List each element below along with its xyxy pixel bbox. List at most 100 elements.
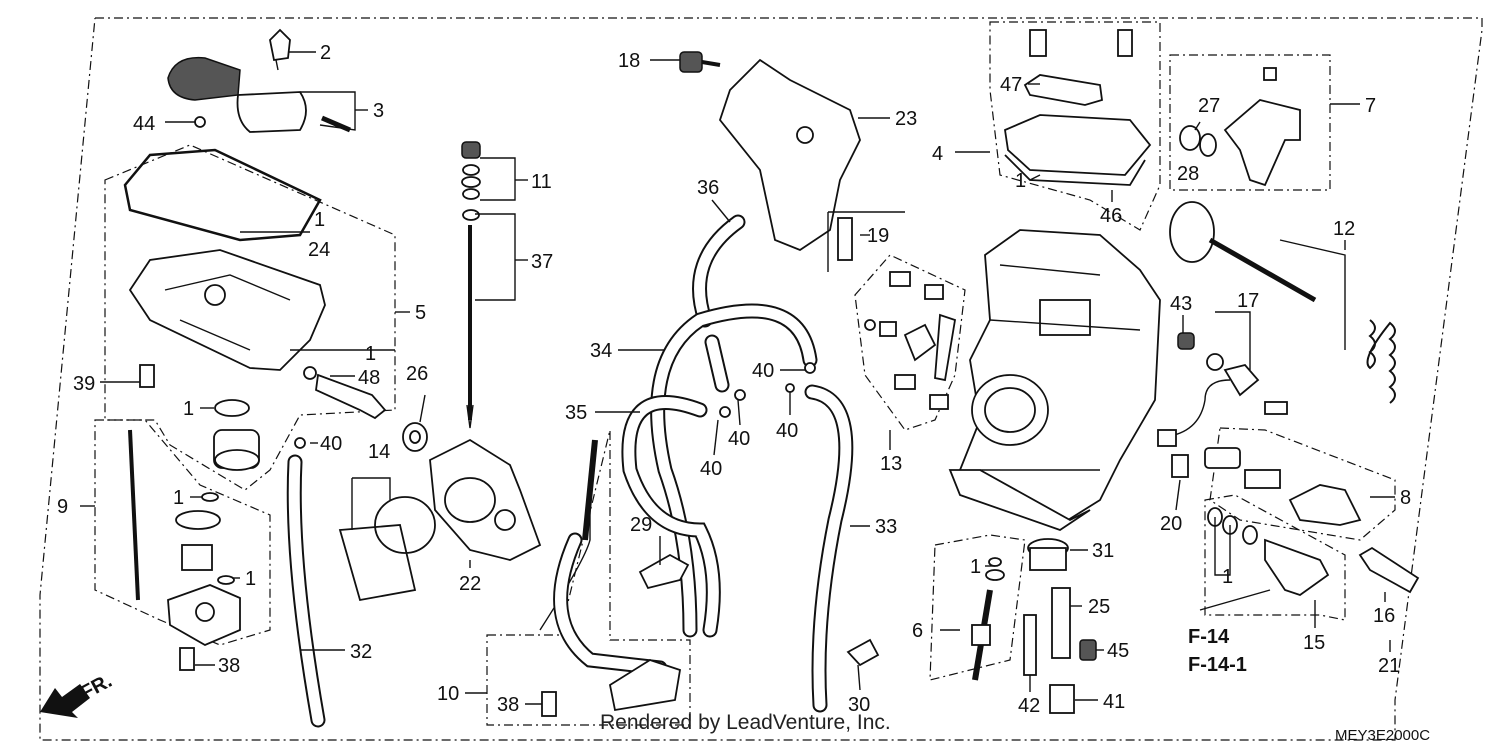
callout-34: 34 xyxy=(590,340,612,362)
callout-25: 25 xyxy=(1088,596,1110,618)
callout-42: 42 xyxy=(1018,695,1040,717)
part-38-bolt-left xyxy=(179,647,195,671)
callout-35: 35 xyxy=(565,402,587,424)
part-21-carburetor-body xyxy=(948,229,1161,531)
part-20-screw xyxy=(1171,454,1189,478)
callout-20: 20 xyxy=(1160,513,1182,535)
callout-1c: 1 xyxy=(183,398,194,420)
callout-1f: 1 xyxy=(1015,170,1026,192)
callout-9: 9 xyxy=(57,496,68,518)
part-45-nut xyxy=(1079,639,1097,661)
callout-45: 45 xyxy=(1107,640,1129,662)
callout-31: 31 xyxy=(1092,540,1114,562)
callout-5: 5 xyxy=(415,302,426,324)
callout-1b: 1 xyxy=(365,343,376,365)
part-22-insulator xyxy=(429,438,542,561)
part-short-hose xyxy=(704,334,730,393)
callout-1a: 1 xyxy=(314,209,325,231)
part-43-bolt xyxy=(1177,332,1195,350)
part-36-hose xyxy=(692,214,746,328)
diagram-code: MEY3E2000C xyxy=(1335,727,1430,744)
callout-24: 24 xyxy=(308,239,330,261)
group-outline-9 xyxy=(94,419,271,646)
part-6-jet-group xyxy=(929,534,1026,681)
callout-36: 36 xyxy=(697,177,719,199)
part-42-pilot-jet xyxy=(1023,614,1037,676)
callout-26: 26 xyxy=(406,363,428,385)
callout-39: 39 xyxy=(73,373,95,395)
callout-17: 17 xyxy=(1237,290,1259,312)
part-32-hose xyxy=(286,454,326,728)
part-4-top-cover-group xyxy=(989,21,1161,231)
watermark: Rendered by LeadVenture, Inc. xyxy=(600,711,891,734)
part-13-throttle-group xyxy=(854,254,966,431)
part-5-float-chamber xyxy=(128,249,326,371)
callout-11: 11 xyxy=(531,171,552,193)
part-10-throttle-link xyxy=(539,439,682,712)
group-outline-10 xyxy=(486,429,691,726)
part-16-plug xyxy=(1358,546,1420,594)
callout-32: 32 xyxy=(350,641,372,663)
part-accelerator-pump xyxy=(167,492,241,647)
callout-1h: 1 xyxy=(970,556,981,578)
part-40-clips-center xyxy=(719,362,816,418)
part-25-jet xyxy=(1051,587,1071,659)
callout-28: 28 xyxy=(1177,163,1199,185)
callout-33: 33 xyxy=(875,516,897,538)
part-31-jet-holder xyxy=(1027,538,1069,571)
callout-29: 29 xyxy=(630,514,652,536)
callout-15: 15 xyxy=(1303,632,1325,654)
part-44-screw xyxy=(194,116,206,128)
callout-30: 30 xyxy=(848,694,870,716)
part-33-hose xyxy=(804,384,854,713)
part-7-lever-group xyxy=(1169,54,1331,191)
callout-47: 47 xyxy=(1000,74,1022,96)
callout-12: 12 xyxy=(1333,218,1355,240)
part-2-float-valve xyxy=(269,28,291,71)
callout-6: 6 xyxy=(912,620,923,642)
leader-lines xyxy=(80,51,1395,705)
callout-1g: 1 xyxy=(1222,566,1233,588)
callout-40a: 40 xyxy=(320,433,342,455)
part-48-screw xyxy=(303,366,387,420)
callout-38a: 38 xyxy=(218,655,240,677)
part-40-clip-left xyxy=(294,437,306,449)
part-12-throttle-drum xyxy=(1169,201,1396,404)
front-direction-arrow-icon xyxy=(40,684,90,718)
callout-43: 43 xyxy=(1170,293,1192,315)
part-accelerator-pump-cover xyxy=(213,399,260,471)
part-8-pilot-group xyxy=(1204,427,1396,541)
callout-8: 8 xyxy=(1400,487,1411,509)
callout-23: 23 xyxy=(895,108,917,130)
callout-40d: 40 xyxy=(776,420,798,442)
fig-ref-f14-1: F-14-1 xyxy=(1188,654,1247,676)
part-37-jet-needle xyxy=(466,225,474,429)
part-9-rod xyxy=(128,429,140,601)
part-19-bolt xyxy=(837,217,853,261)
callout-10: 10 xyxy=(437,683,459,705)
part-34-hose xyxy=(650,303,818,638)
callout-14: 14 xyxy=(368,441,390,463)
part-24-gasket xyxy=(123,148,322,242)
callout-41: 41 xyxy=(1103,691,1125,713)
callout-46: 46 xyxy=(1100,205,1122,227)
part-11-needle-clip xyxy=(461,141,481,221)
callout-1d: 1 xyxy=(173,487,184,509)
callout-48: 48 xyxy=(358,367,380,389)
diagram-frame xyxy=(39,17,1483,741)
part-23-cover xyxy=(718,58,861,252)
callout-37: 37 xyxy=(531,251,553,273)
callout-27: 27 xyxy=(1198,95,1220,117)
callout-2: 2 xyxy=(320,42,331,64)
callout-labels: 2 3 44 1 24 5 1 48 39 1 40 9 1 1 38 32 2… xyxy=(57,42,1411,717)
callout-4: 4 xyxy=(932,143,943,165)
part-26-seal xyxy=(402,422,428,452)
part-18-bolt xyxy=(679,51,721,73)
callout-3: 3 xyxy=(373,100,384,122)
part-29-bracket xyxy=(638,553,690,590)
callout-44: 44 xyxy=(133,113,155,135)
callout-21: 21 xyxy=(1378,655,1400,677)
part-38-bolt-bottom xyxy=(541,691,557,717)
part-41-main-jet xyxy=(1049,684,1075,714)
